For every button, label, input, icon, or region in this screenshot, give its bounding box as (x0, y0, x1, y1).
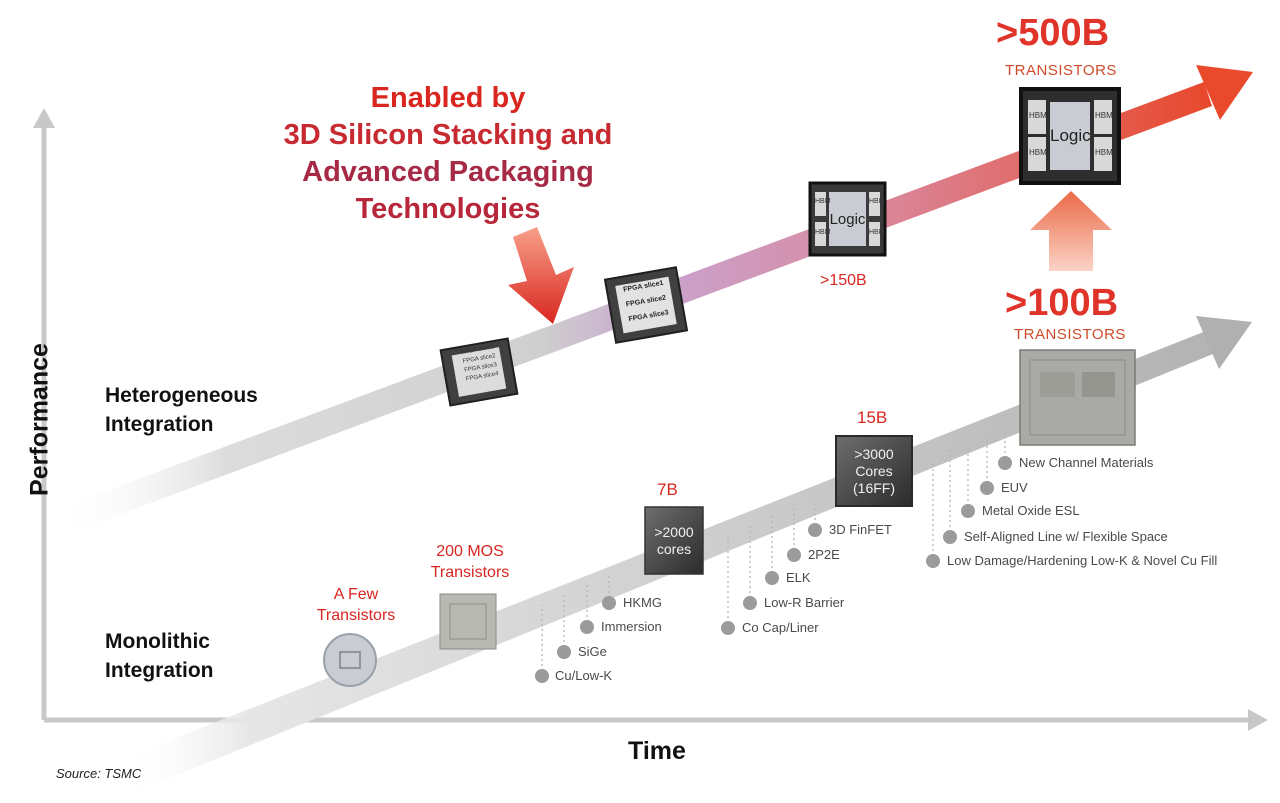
heterogeneous-label-line1: Heterogeneous (105, 384, 258, 407)
chip-500b-hbm-2: HBM (1029, 148, 1047, 157)
milestone-500b-sub: TRANSISTORS (1005, 62, 1117, 79)
chip-150b-hbm-4: HBM (869, 229, 885, 236)
fpga-chip-2-image (603, 266, 689, 344)
fpga-chip-1-image (439, 337, 519, 407)
technology-node-markers (535, 429, 1012, 683)
x-axis-label: Time (628, 737, 686, 765)
tech-2p2e: 2P2E (808, 547, 840, 562)
upgrade-arrow (1030, 191, 1112, 271)
mos-transistors-line2: Transistors (430, 564, 510, 581)
milestone-100b-big: >100B (1005, 282, 1119, 324)
tech-immersion: Immersion (601, 619, 662, 634)
chip-500b-hbm-4: HBM (1095, 148, 1113, 157)
mos-transistors-label: 200 MOS Transistors (418, 541, 522, 583)
chip-100b-image (1019, 349, 1136, 446)
headline-line1: Enabled by (370, 82, 526, 114)
chip-15b-text-line3: (16FF) (853, 480, 895, 496)
y-axis-arrowhead (33, 108, 55, 128)
source-note: Source: TSMC (56, 766, 142, 781)
tech-low-damage-low-k: Low Damage/Hardening Low-K & Novel Cu Fi… (947, 553, 1218, 568)
chip-500b-hbm-1: HBM (1029, 111, 1047, 120)
tech-elk: ELK (786, 570, 811, 585)
tech-hkmg: HKMG (623, 595, 662, 610)
tech-metal-oxide-esl: Metal Oxide ESL (982, 503, 1080, 518)
milestone-7b-label: 7B (657, 480, 678, 499)
tech-new-channel-materials: New Channel Materials (1019, 455, 1154, 470)
mos-transistors-line1: 200 MOS (436, 543, 504, 560)
y-axis-label: Performance (25, 343, 54, 496)
heterogeneous-label-line2: Integration (105, 413, 214, 436)
monolithic-arrowhead (1196, 316, 1252, 369)
tech-cu-low-k: Cu/Low-K (555, 668, 613, 683)
chip-7b-text-line1: >2000 (654, 524, 694, 540)
heterogeneous-label: Heterogeneous Integration (105, 381, 258, 439)
headline-line2: 3D Silicon Stacking and (283, 119, 613, 151)
heterogeneous-arrowhead (1196, 65, 1253, 120)
x-axis-arrowhead (1248, 709, 1268, 731)
milestone-500b-big: >500B (996, 12, 1110, 54)
milestone-15b-label: 15B (857, 408, 888, 427)
monolithic-label-line1: Monolithic (105, 630, 210, 653)
chip-150b-logic: Logic (829, 211, 866, 228)
few-transistors-wafer-image (323, 633, 377, 687)
chip-7b-text-line2: cores (656, 541, 692, 557)
headline-line4: Technologies (355, 193, 541, 225)
tech-3d-finfet: 3D FinFET (829, 522, 892, 537)
tech-euv: EUV (1001, 480, 1028, 495)
few-transistors-line2: Transistors (316, 607, 396, 624)
chip-15b-text-line1: >3000 (854, 446, 894, 462)
chip-15b-image (835, 435, 913, 507)
chip-7b-text: >2000 cores (645, 524, 703, 558)
chip-15b-text: >3000 Cores (16FF) (836, 446, 912, 497)
monolithic-label: Monolithic Integration (105, 627, 214, 685)
chip-150b-hbm-2: HBM (815, 229, 831, 236)
tech-co-cap-liner: Co Cap/Liner (742, 620, 819, 635)
tech-low-r-barrier: Low-R Barrier (764, 595, 845, 610)
chip-500b-hbm-3: HBM (1095, 111, 1113, 120)
chip-500b-logic: Logic (1050, 126, 1091, 145)
monolithic-label-line2: Integration (105, 659, 214, 682)
fpga-chip-2-text: FPGA slice1 FPGA slice2 FPGA slice3 (615, 274, 678, 328)
few-transistors-label: A Few Transistors (306, 584, 406, 626)
milestone-150b-label: >150B (820, 272, 867, 289)
headline-pointer-arrow (508, 227, 574, 324)
chip-150b-hbm-1: HBM (815, 198, 831, 205)
tech-self-aligned-line: Self-Aligned Line w/ Flexible Space (964, 529, 1168, 544)
few-transistors-line1: A Few (333, 586, 379, 603)
chip-150b-hbm-3: HBM (869, 198, 885, 205)
chip-7b-image (644, 506, 704, 575)
milestone-100b-sub: TRANSISTORS (1014, 326, 1126, 343)
mos-chip-image (439, 593, 497, 650)
tech-sige: SiGe (578, 644, 607, 659)
chip-15b-text-line2: Cores (855, 463, 893, 479)
headline-line3: Advanced Packaging (302, 156, 594, 188)
headline: Enabled by 3D Silicon Stacking and Advan… (238, 80, 658, 228)
